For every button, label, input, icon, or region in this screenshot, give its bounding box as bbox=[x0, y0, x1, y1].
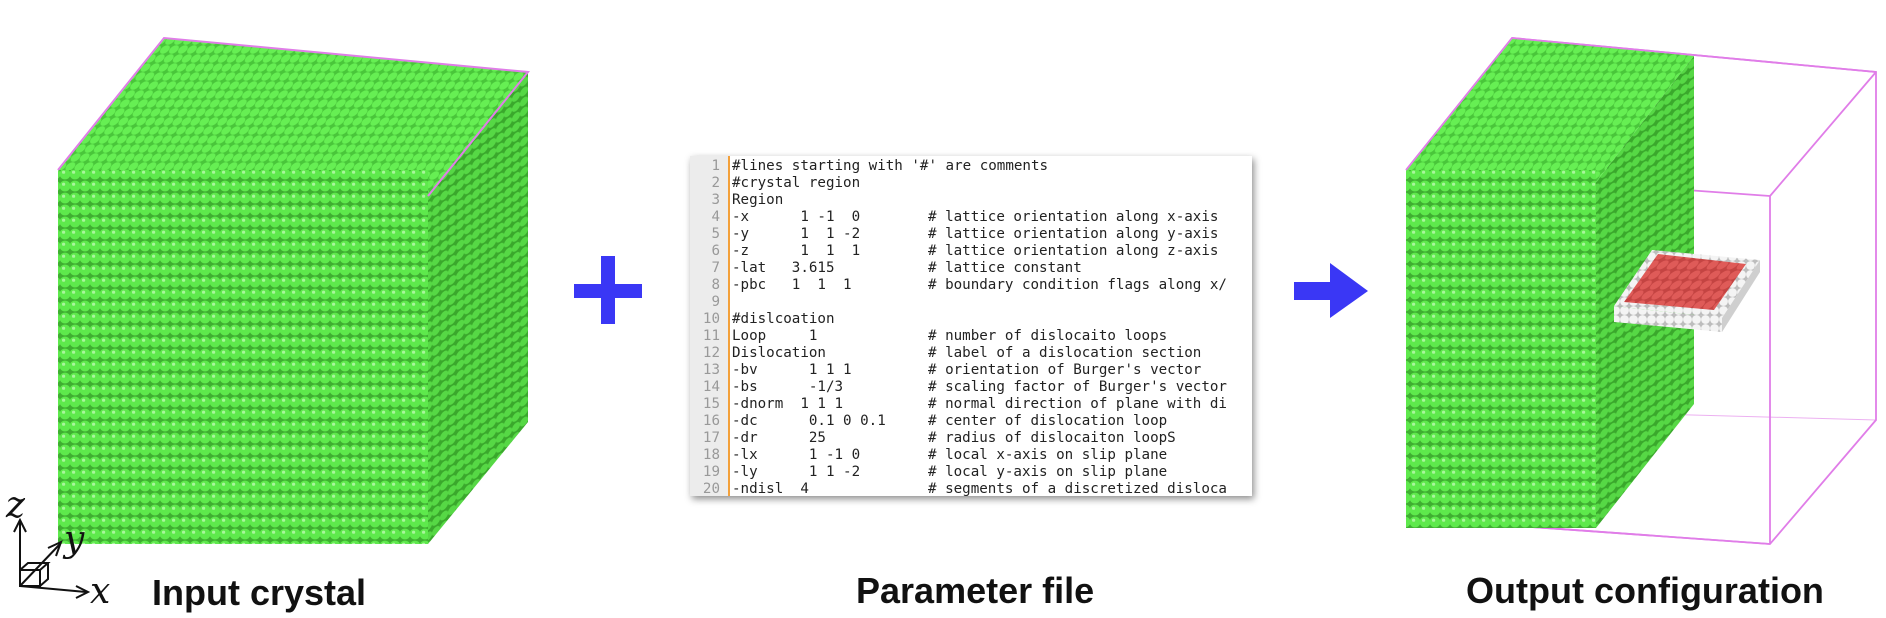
right-arrow-icon bbox=[1294, 263, 1368, 318]
line-number: 13 bbox=[702, 362, 720, 378]
code-line: 13 -bv 1 1 1 # orientation of Burger's vec… bbox=[690, 362, 1252, 379]
code-comment: # normal direction of plane with di bbox=[928, 396, 1227, 412]
code-text: Dislocation bbox=[732, 345, 826, 361]
output-crystal-top-face bbox=[1406, 38, 1694, 182]
code-text: -z 1 1 1 bbox=[732, 243, 861, 259]
code-comment: # label of a dislocation section bbox=[928, 345, 1202, 361]
code-line: 17 -dr 25 # radius of dislocaiton loopS bbox=[690, 430, 1252, 447]
line-number: 16 bbox=[702, 413, 720, 429]
parameter-file-caption: Parameter file bbox=[856, 570, 1095, 611]
line-number: 19 bbox=[702, 464, 720, 480]
code-comment: # lattice orientation along x-axis bbox=[928, 209, 1219, 225]
line-number: 2 bbox=[711, 175, 720, 191]
code-line: 8 -pbc 1 1 1 # boundary condition flags al… bbox=[690, 277, 1252, 294]
code-text: -x 1 -1 0 bbox=[732, 209, 861, 225]
line-number: 5 bbox=[711, 226, 720, 242]
code-comment: # local y-axis on slip plane bbox=[928, 464, 1168, 480]
coordinate-axes bbox=[13, 517, 91, 599]
input-crystal-caption: Input crystal bbox=[152, 572, 367, 613]
code-line: 19 -ly 1 1 -2 # local y-axis on slip plane bbox=[690, 464, 1252, 481]
code-comment: # segments of a discretized disloca bbox=[928, 481, 1227, 496]
code-line: 11 Loop 1 # number of dislocaito loops bbox=[690, 328, 1252, 345]
code-comment: # lattice constant bbox=[928, 260, 1082, 276]
line-number: 11 bbox=[702, 328, 720, 344]
input-crystal-cube bbox=[57, 36, 530, 544]
input-crystal-box-edge bbox=[57, 36, 530, 197]
line-number: 1 bbox=[711, 158, 720, 174]
code-comment: # orientation of Burger's vector bbox=[928, 362, 1202, 378]
line-number: 6 bbox=[711, 243, 720, 259]
code-line: 9 bbox=[690, 294, 1252, 311]
line-number: 17 bbox=[702, 430, 720, 446]
code-comment: # boundary condition flags along x/ bbox=[928, 277, 1227, 293]
line-number: 9 bbox=[711, 294, 720, 310]
z-axis-label: z bbox=[6, 485, 25, 526]
code-comment: # radius of dislocaiton loopS bbox=[928, 430, 1176, 446]
code-line: 3 Region bbox=[690, 192, 1252, 209]
code-text: #lines starting with '#' are comments bbox=[732, 158, 1049, 174]
y-axis-label: y bbox=[64, 519, 85, 560]
code-comment: # lattice orientation along z-axis bbox=[928, 243, 1219, 259]
code-comment: # center of dislocation loop bbox=[928, 413, 1168, 429]
code-line: 10 #dislcoation bbox=[690, 311, 1252, 328]
code-text: -lx 1 -1 0 bbox=[732, 447, 861, 463]
line-number: 8 bbox=[711, 277, 720, 293]
code-text: -bv 1 1 1 bbox=[732, 362, 852, 378]
line-number: 3 bbox=[711, 192, 720, 208]
code-line: 4 -x 1 -1 0 # lattice orientation along x-… bbox=[690, 209, 1252, 226]
code-comment: # scaling factor of Burger's vector bbox=[928, 379, 1227, 395]
input-crystal-front-face bbox=[58, 170, 428, 544]
parameter-file-panel: 1 #lines starting with '#' are comments 2 #… bbox=[690, 156, 1252, 496]
code-line: 2 #crystal region bbox=[690, 175, 1252, 192]
line-number: 15 bbox=[702, 396, 720, 412]
code-line: 15 -dnorm 1 1 1 # normal direction of plan… bbox=[690, 396, 1252, 413]
code-text: #dislcoation bbox=[732, 311, 835, 327]
code-line: 7 -lat 3.615 # lattice constant bbox=[690, 260, 1252, 277]
code-text: #crystal region bbox=[732, 175, 861, 191]
output-box-edge-front bbox=[1405, 37, 1877, 171]
output-crystal-cube bbox=[1405, 37, 1877, 545]
code-line: 18 -lx 1 -1 0 # local x-axis on slip plane bbox=[690, 447, 1252, 464]
code-line: 12 Dislocation # label of a dislocation se… bbox=[690, 345, 1252, 362]
input-crystal-top-face bbox=[58, 38, 528, 196]
plus-icon bbox=[574, 256, 642, 324]
code-text: -pbc 1 1 1 bbox=[732, 277, 852, 293]
input-crystal-right-face bbox=[428, 72, 528, 544]
code-comment: # lattice orientation along y-axis bbox=[928, 226, 1219, 242]
code-text: -bs -1/3 bbox=[732, 379, 844, 395]
line-number: 14 bbox=[702, 379, 720, 395]
code-line: 14 -bs -1/3 # scaling factor of Burger's v… bbox=[690, 379, 1252, 396]
code-text: -dnorm 1 1 1 bbox=[732, 396, 844, 412]
y-axis-arrow bbox=[19, 543, 61, 587]
code-text: Region bbox=[732, 192, 784, 208]
code-line: 16 -dc 0.1 0 0.1 # center of dislocation l… bbox=[690, 413, 1252, 430]
code-text: -dc 0.1 0 0.1 bbox=[732, 413, 886, 429]
code-comment: # number of dislocaito loops bbox=[928, 328, 1168, 344]
output-crystal-front-face bbox=[1406, 170, 1596, 528]
code-line: 1 #lines starting with '#' are comments bbox=[690, 158, 1252, 175]
code-comment: # local x-axis on slip plane bbox=[928, 447, 1168, 463]
line-number: 12 bbox=[702, 345, 720, 361]
x-axis-arrow bbox=[19, 585, 87, 593]
line-number: 10 bbox=[702, 311, 720, 327]
dislocation-loop bbox=[1614, 250, 1760, 332]
dislocation-loop-red-plane bbox=[1624, 254, 1746, 310]
code-text: -ly 1 1 -2 bbox=[732, 464, 861, 480]
line-number: 7 bbox=[711, 260, 720, 276]
code-text: -ndisl 4 bbox=[732, 481, 809, 496]
x-axis-label: x bbox=[90, 571, 111, 612]
line-number: 4 bbox=[711, 209, 720, 225]
output-configuration-caption: Output configuration bbox=[1466, 570, 1824, 611]
code-line: 6 -z 1 1 1 # lattice orientation along z-a… bbox=[690, 243, 1252, 260]
code-line: 5 -y 1 1 -2 # lattice orientation along y-… bbox=[690, 226, 1252, 243]
line-number: 18 bbox=[702, 447, 720, 463]
code-text: -y 1 1 -2 bbox=[732, 226, 861, 242]
code-text: -lat 3.615 bbox=[732, 260, 835, 276]
line-number: 20 bbox=[702, 481, 720, 496]
code-text: Loop 1 bbox=[732, 328, 818, 344]
code-line: 20 -ndisl 4 # segments of a discretized di… bbox=[690, 481, 1252, 496]
line-number-gutter bbox=[690, 156, 730, 496]
code-text: -dr 25 bbox=[732, 430, 826, 446]
